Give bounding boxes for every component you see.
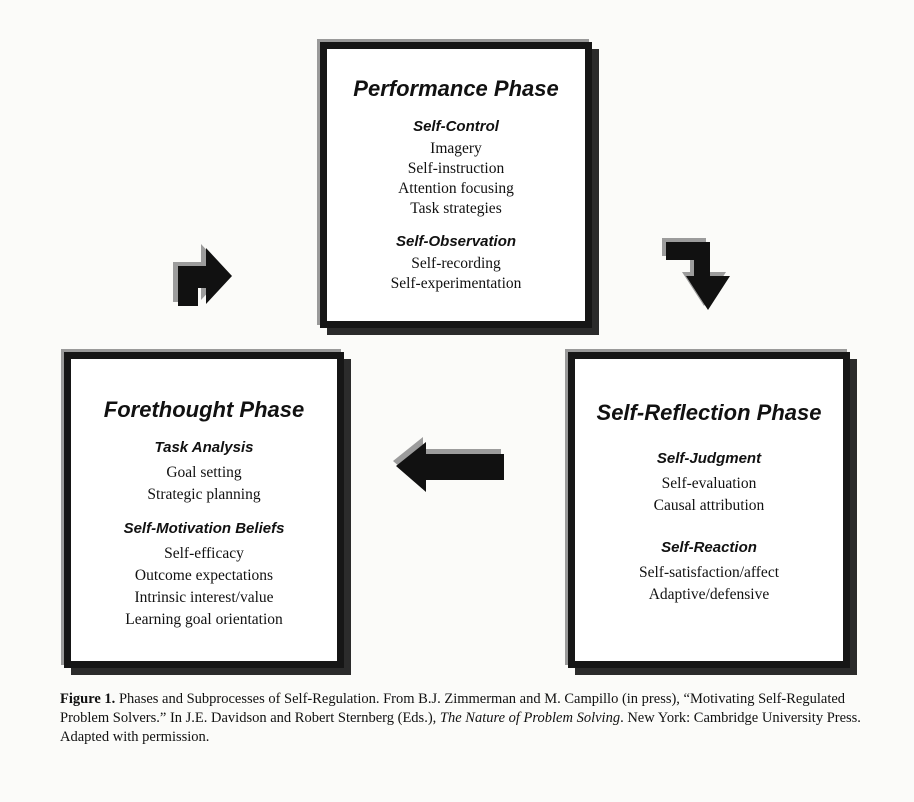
self-observation-heading: Self-Observation bbox=[395, 233, 517, 250]
phase-item: Self-evaluation bbox=[661, 475, 757, 492]
phase-item: Intrinsic interest/value bbox=[134, 589, 274, 606]
phase-item: Goal setting bbox=[166, 464, 242, 481]
reflection-phase-title: Self-Reflection Phase bbox=[596, 400, 822, 425]
phase-item: Imagery bbox=[430, 140, 482, 157]
phase-item: Attention focusing bbox=[398, 180, 514, 197]
self-reaction-heading: Self-Reaction bbox=[661, 539, 757, 556]
caption-text-end: . New York: Cambridge University Press. … bbox=[60, 710, 861, 745]
phase-item: Causal attribution bbox=[653, 497, 765, 514]
self-motivation-heading: Self-Motivation Beliefs bbox=[123, 520, 285, 537]
phase-item: Self-instruction bbox=[407, 160, 505, 177]
caption-book-title: The Nature of Problem Solving bbox=[439, 710, 621, 726]
phase-item: Self-efficacy bbox=[164, 545, 244, 562]
reflection-phase-box: Self-Reflection Phase Self-Judgment Self… bbox=[568, 352, 850, 668]
phase-item: Adaptive/defensive bbox=[648, 586, 770, 603]
self-judgment-heading: Self-Judgment bbox=[656, 450, 762, 467]
forethought-phase-box: Forethought Phase Task Analysis Goal set… bbox=[64, 352, 344, 668]
phase-item: Outcome expectations bbox=[134, 567, 274, 584]
figure-caption: Figure 1. Phases and Subprocesses of Sel… bbox=[60, 690, 880, 747]
phase-item: Self-satisfaction/affect bbox=[638, 564, 779, 581]
elbow-down-arrow-icon bbox=[662, 238, 730, 310]
left-arrow-icon bbox=[393, 437, 504, 492]
phase-item: Self-experimentation bbox=[390, 275, 522, 292]
elbow-right-arrow-icon bbox=[173, 244, 232, 306]
phase-item: Strategic planning bbox=[147, 486, 261, 503]
performance-phase-title: Performance Phase bbox=[353, 76, 559, 101]
self-control-heading: Self-Control bbox=[413, 118, 499, 135]
phase-item: Task strategies bbox=[410, 200, 502, 217]
task-analysis-heading: Task Analysis bbox=[154, 439, 254, 456]
performance-phase-box: Performance Phase Self-Control Imagery S… bbox=[320, 42, 592, 328]
phase-item: Learning goal orientation bbox=[125, 611, 283, 628]
caption-text: Phases and Subprocesses of Self-Regulati… bbox=[60, 691, 846, 726]
phase-item: Self-recording bbox=[411, 255, 501, 272]
caption-label: Figure 1. bbox=[60, 691, 116, 707]
forethought-phase-title: Forethought Phase bbox=[103, 397, 305, 422]
